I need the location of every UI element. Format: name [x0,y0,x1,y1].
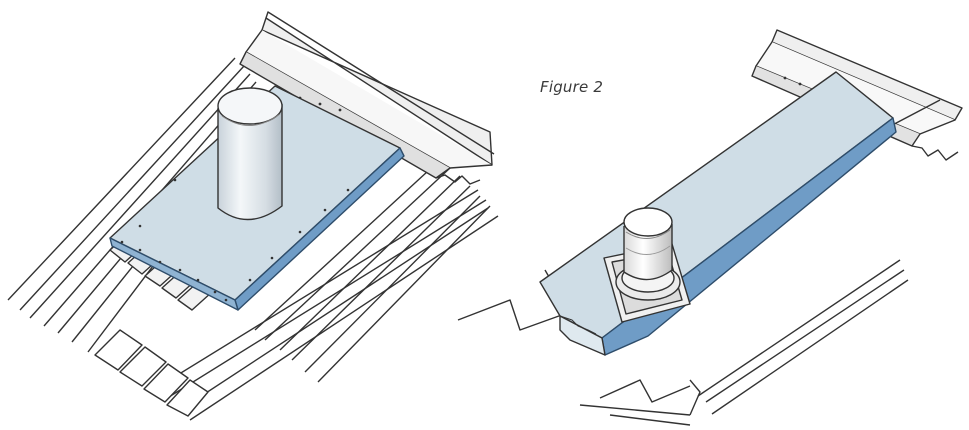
right-illustration [457,29,963,426]
round-pipe-icon [217,87,283,221]
vent-boot-icon [603,207,691,323]
flashing-plate-right [539,71,897,356]
figure-caption: Figure 2 [540,78,604,96]
left-illustration [7,11,499,421]
corrugated-sheet-left [7,57,499,421]
